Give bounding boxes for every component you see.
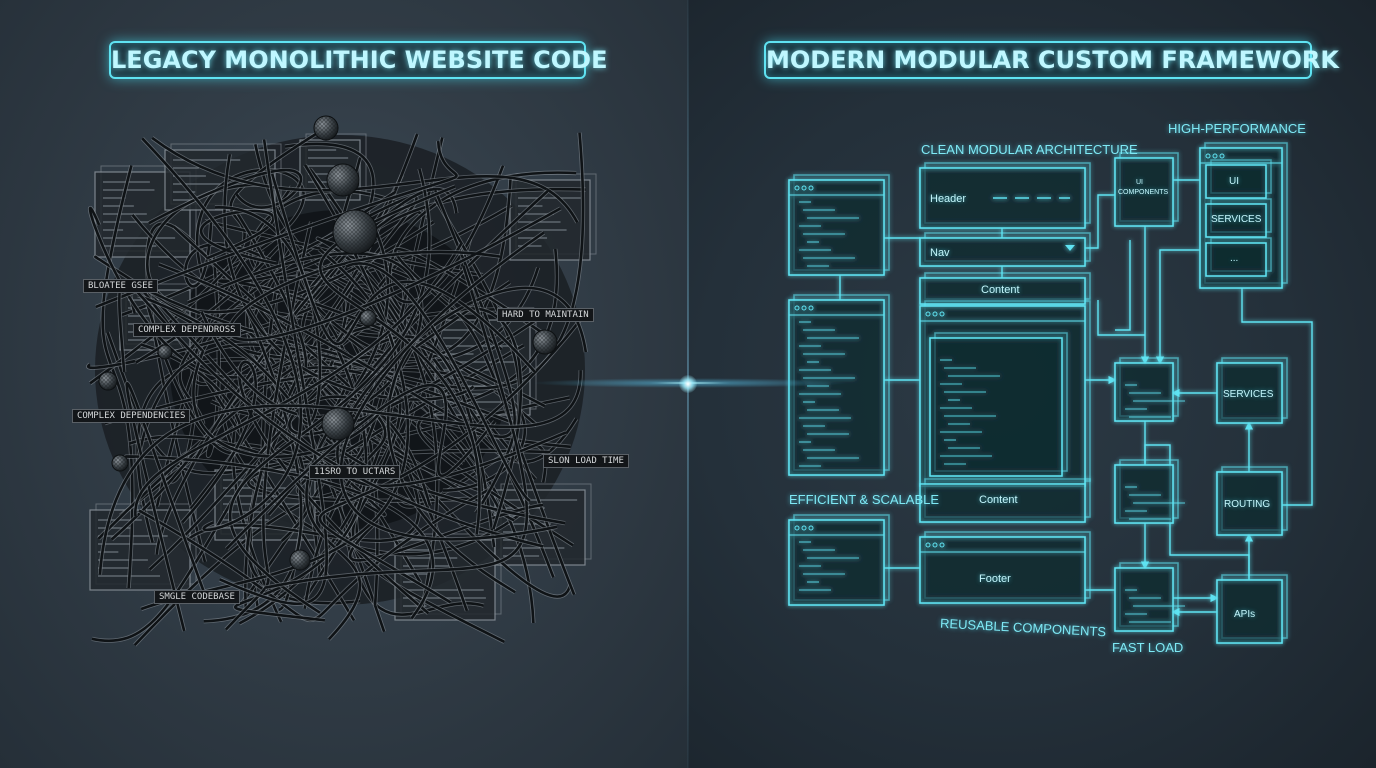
connector <box>1241 288 1313 506</box>
wire <box>219 139 329 606</box>
content-top-box <box>919 272 1091 305</box>
stack-ui-label: UI <box>1229 176 1239 187</box>
dependency-sphere-mesh <box>327 164 359 196</box>
services-box-label: SERVICES <box>1223 389 1274 400</box>
tag-single-codebase: SMGLE CODEBASE <box>154 590 240 604</box>
wire <box>151 136 579 224</box>
stack-more-label: ... <box>1230 253 1239 264</box>
modern-title: MODERN MODULAR CUSTOM FRAMEWORK <box>764 41 1339 79</box>
module-a-box <box>1114 357 1185 422</box>
wire <box>95 141 458 309</box>
wire <box>345 262 531 503</box>
dependency-sphere-mesh <box>112 455 128 471</box>
nav-dropdown-icon <box>1065 245 1075 251</box>
ui-components-box <box>1114 152 1179 227</box>
tag-complex-dependross: COMPLEX DEPENDROSS <box>133 323 241 337</box>
wire <box>125 381 209 632</box>
tag-slow-load-time: SLON LOAD TIME <box>543 454 629 468</box>
monolith-tangle-graphic <box>86 115 597 647</box>
module-b-box <box>1114 459 1185 524</box>
stack-services-box <box>1205 198 1272 238</box>
footer-box <box>919 531 1091 604</box>
ui-components-label-2: COMPONENTS <box>1118 189 1169 196</box>
wire <box>305 190 549 641</box>
tag-complex-dependencies: COMPLEX DEPENDENCIES <box>72 409 191 423</box>
wire <box>98 370 582 575</box>
connector <box>1097 300 1145 336</box>
apis-box <box>1216 574 1288 644</box>
stack-ui-box <box>1205 159 1272 199</box>
content-code-panel <box>929 332 1068 477</box>
dependency-sphere-mesh <box>322 408 354 440</box>
content-bottom-label: Content <box>979 494 1018 506</box>
dependency-sphere-mesh <box>314 116 338 140</box>
label-fast-load: FAST LOAD <box>1112 640 1184 655</box>
legacy-title: LEGACY MONOLITHIC WEBSITE CODE <box>109 41 608 79</box>
dependency-sphere-mesh <box>290 550 310 570</box>
connector-arrow <box>1155 249 1200 365</box>
connector <box>1115 240 1131 331</box>
wire <box>218 205 546 408</box>
content-top-label: Content <box>981 284 1020 296</box>
code-window-3 <box>788 514 890 606</box>
wire <box>264 265 529 589</box>
module-boxes <box>788 142 1288 644</box>
wire <box>155 187 458 555</box>
content-bottom-box <box>919 478 1091 523</box>
label-efficient-scalable: EFFICIENT & SCALABLE <box>789 492 940 507</box>
wire <box>88 133 419 379</box>
wire <box>336 286 588 488</box>
routing-box-label: ROUTING <box>1224 499 1271 510</box>
dependency-sphere-mesh <box>533 330 557 354</box>
nav-box <box>919 232 1091 267</box>
footer-box-label: Footer <box>979 573 1011 585</box>
tag-hard-to-update: 11SRO TO UCTARS <box>309 465 401 479</box>
wire <box>200 209 277 265</box>
label-high-performance: HIGH-PERFORMANCE <box>1168 121 1306 136</box>
dependency-nodes <box>98 115 558 571</box>
wire <box>124 455 435 620</box>
wire <box>141 137 303 532</box>
code-window-frame <box>89 509 191 591</box>
code-window-1 <box>788 174 890 276</box>
tag-bloated: BLOATEE GSEE <box>83 279 159 293</box>
ui-components-label-1: UI <box>1136 179 1143 186</box>
wire <box>106 331 570 475</box>
nav-box-label: Nav <box>930 247 950 259</box>
wire <box>224 221 313 631</box>
header-box-label: Header <box>930 193 967 205</box>
wire <box>270 173 536 373</box>
wire <box>225 383 496 550</box>
label-clean-modular-architecture: CLEAN MODULAR ARCHITECTURE <box>921 142 1138 157</box>
services-box <box>1216 357 1288 424</box>
dependency-sphere-mesh <box>158 345 172 359</box>
wire <box>148 168 303 225</box>
dependency-sphere-mesh <box>333 210 377 254</box>
wire <box>128 394 386 516</box>
dependency-sphere-mesh <box>360 310 376 326</box>
stack-services-label: SERVICES <box>1211 214 1262 225</box>
wire <box>134 242 463 517</box>
wire <box>318 320 581 604</box>
routing-box <box>1216 466 1288 536</box>
module-c-box <box>1114 562 1185 632</box>
light-flare-core <box>679 375 697 393</box>
connector <box>1085 194 1115 249</box>
stack-more-box <box>1205 237 1272 277</box>
tag-hard-to-maintain: HARD TO MAINTAIN <box>497 308 594 322</box>
apis-box-label: APIs <box>1234 609 1256 620</box>
dependency-sphere-mesh <box>99 372 117 390</box>
